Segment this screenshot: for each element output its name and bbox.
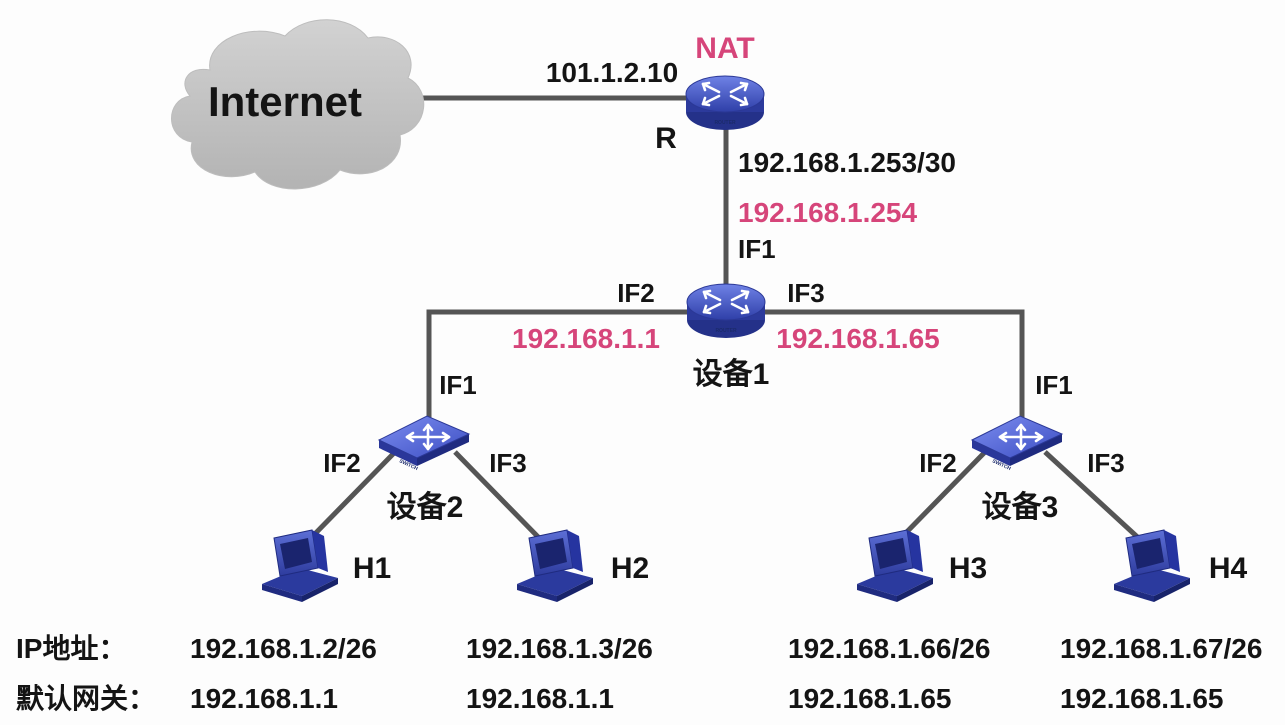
device3-if3-label: IF3: [1087, 448, 1125, 478]
device3-switch-icon: SWITCH: [970, 414, 1064, 472]
link-device1-device2: [426, 309, 692, 420]
device3-if1-label: IF1: [1035, 370, 1073, 400]
device1-if2-label: IF2: [617, 278, 655, 308]
h2-name: H2: [611, 552, 649, 585]
h2-ip: 192.168.1.3/26: [466, 633, 653, 664]
link-device2-h2: [453, 450, 547, 546]
device3-if2-label: IF2: [919, 448, 957, 478]
router-name: R: [655, 122, 677, 155]
router-lan-ip: 192.168.1.253/30: [738, 147, 956, 178]
router-icon: ROUTER: [684, 74, 766, 132]
router-icon-text: ROUTER: [714, 120, 736, 126]
link-device2-h1: [303, 450, 397, 546]
device1-if3-label: IF3: [787, 278, 825, 308]
ip-address-label: IP地址：: [16, 633, 126, 664]
h1-name: H1: [353, 552, 391, 585]
h4-name: H4: [1209, 552, 1248, 585]
device1-icon-text: ROUTER: [715, 328, 737, 334]
device2-switch-icon: SWITCH: [377, 414, 471, 472]
nat-label: NAT: [695, 32, 754, 65]
device2-if2-label: IF2: [323, 448, 361, 478]
device1-name: 设备1: [693, 357, 770, 391]
link-device3-h3: [893, 450, 987, 546]
h4-pc-icon: [1113, 529, 1191, 603]
internet-cloud-icon: [171, 19, 425, 190]
h1-ip: 192.168.1.2/26: [190, 633, 377, 664]
links: [303, 95, 1147, 546]
device3-name: 设备3: [982, 490, 1059, 524]
device1-if2-ip: 192.168.1.1: [512, 323, 660, 354]
h2-pc-icon: [516, 529, 594, 603]
device2-if3-label: IF3: [489, 448, 527, 478]
router-wan-ip: 101.1.2.10: [546, 57, 678, 88]
device1-router-icon: ROUTER: [685, 282, 767, 340]
link-device1-device3: [760, 309, 1025, 420]
h1-pc-icon: [261, 529, 339, 603]
h3-pc-icon: [856, 529, 934, 603]
h4-gateway: 192.168.1.65: [1060, 683, 1224, 714]
device1-if1-ip: 192.168.1.254: [738, 197, 917, 228]
h3-gateway: 192.168.1.65: [788, 683, 952, 714]
h3-name: H3: [949, 552, 987, 585]
h1-gateway: 192.168.1.1: [190, 683, 338, 714]
h3-ip: 192.168.1.66/26: [788, 633, 990, 664]
h2-gateway: 192.168.1.1: [466, 683, 614, 714]
device2-name: 设备2: [387, 490, 464, 524]
internet-label: Internet: [208, 78, 362, 125]
device1-if3-ip: 192.168.1.65: [776, 323, 940, 354]
device2-if1-label: IF1: [439, 370, 477, 400]
h4-ip: 192.168.1.67/26: [1060, 633, 1262, 664]
device1-if1-label: IF1: [738, 234, 776, 264]
default-gateway-label: 默认网关：: [16, 683, 156, 714]
link-device3-h4: [1043, 450, 1147, 546]
